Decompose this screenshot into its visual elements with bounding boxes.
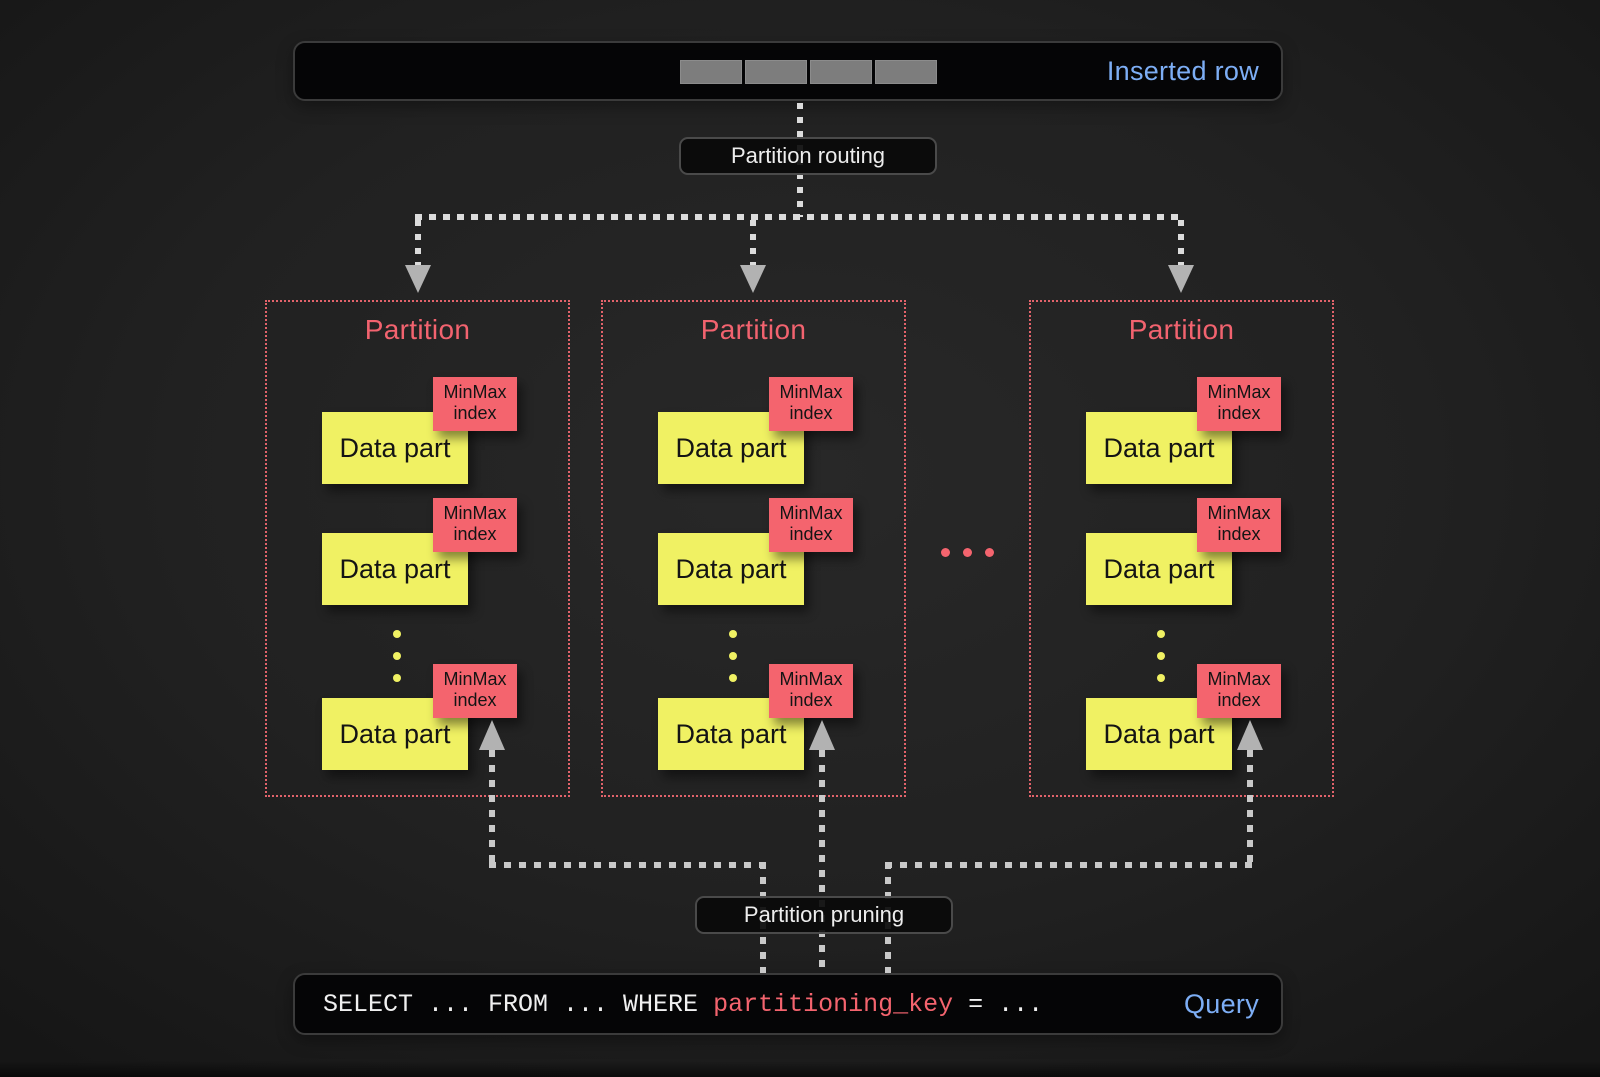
more-parts-ellipsis-dot	[393, 674, 401, 682]
minmax-index-tag: MinMax index	[769, 498, 853, 552]
more-partitions-ellipsis-dot	[963, 548, 972, 557]
more-parts-ellipsis-dot	[729, 652, 737, 660]
data-part: Data part	[322, 698, 468, 770]
inserted-row-segments	[680, 60, 937, 84]
row-segment	[810, 60, 872, 84]
arrow-down-icon	[405, 265, 431, 293]
minmax-index-tag: MinMax index	[1197, 377, 1281, 431]
minmax-index-tag: MinMax index	[433, 498, 517, 552]
arrow-down-icon	[1168, 265, 1194, 293]
inserted-row-label: Inserted row	[1106, 55, 1259, 86]
more-parts-ellipsis-dot	[1157, 630, 1165, 638]
arrow-up-icon	[1237, 720, 1263, 750]
query-panel: SELECT ... FROM ... WHERE partitioning_k…	[293, 973, 1283, 1035]
row-segment	[680, 60, 742, 84]
data-part: Data part	[1086, 412, 1232, 484]
sql-suffix: = ...	[953, 989, 1044, 1019]
pruning-line-middle-vertical	[819, 750, 825, 973]
more-parts-ellipsis-dot	[1157, 674, 1165, 682]
query-label: Query	[1183, 988, 1259, 1019]
more-partitions-ellipsis-dot	[985, 548, 994, 557]
fanout-drop-left	[415, 220, 421, 266]
minmax-index-tag: MinMax index	[433, 377, 517, 431]
arrow-down-icon	[740, 265, 766, 293]
pruning-line-left-vertical	[489, 750, 495, 865]
partition-title: Partition	[700, 314, 807, 345]
arrow-up-icon	[479, 720, 505, 750]
more-parts-ellipsis-dot	[729, 630, 737, 638]
row-segment	[745, 60, 807, 84]
partition-box-1: Partition MinMax index Data part MinMax …	[265, 300, 570, 797]
minmax-index-tag: MinMax index	[1197, 664, 1281, 718]
pruning-line-left-horizontal	[489, 862, 766, 868]
partition-pruning-label-text: Partition pruning	[743, 902, 905, 927]
pruning-line-right-vertical	[1247, 750, 1253, 865]
arrow-up-icon	[809, 720, 835, 750]
sql-partitioning-key: partitioning_key	[713, 989, 954, 1019]
partition-box-3: Partition MinMax index Data part MinMax …	[1029, 300, 1334, 797]
more-parts-ellipsis-dot	[393, 652, 401, 660]
sql-prefix: SELECT ... FROM ... WHERE	[323, 989, 714, 1019]
more-partitions-ellipsis-dot	[941, 548, 950, 557]
fanout-drop-right	[1178, 220, 1184, 266]
more-parts-ellipsis-dot	[1157, 652, 1165, 660]
partition-title: Partition	[364, 314, 471, 345]
minmax-index-tag: MinMax index	[769, 377, 853, 431]
sql-statement: SELECT ... FROM ... WHERE partitioning_k…	[323, 990, 1043, 1019]
partition-pruning-label: Partition pruning	[695, 896, 953, 934]
more-parts-ellipsis-dot	[393, 630, 401, 638]
minmax-index-tag: MinMax index	[433, 664, 517, 718]
partition-routing-label-text: Partition routing	[730, 143, 886, 168]
row-segment	[875, 60, 937, 84]
pruning-line-right-horizontal	[885, 862, 1253, 868]
minmax-index-tag: MinMax index	[1197, 498, 1281, 552]
partition-box-2: Partition MinMax index Data part MinMax …	[601, 300, 906, 797]
fanout-drop-middle	[750, 220, 756, 266]
fanout-line	[415, 214, 1185, 220]
partition-title: Partition	[1128, 314, 1235, 345]
inserted-row-panel: Inserted row	[293, 41, 1283, 101]
partition-routing-label: Partition routing	[679, 137, 937, 175]
minmax-index-tag: MinMax index	[769, 664, 853, 718]
more-parts-ellipsis-dot	[729, 674, 737, 682]
